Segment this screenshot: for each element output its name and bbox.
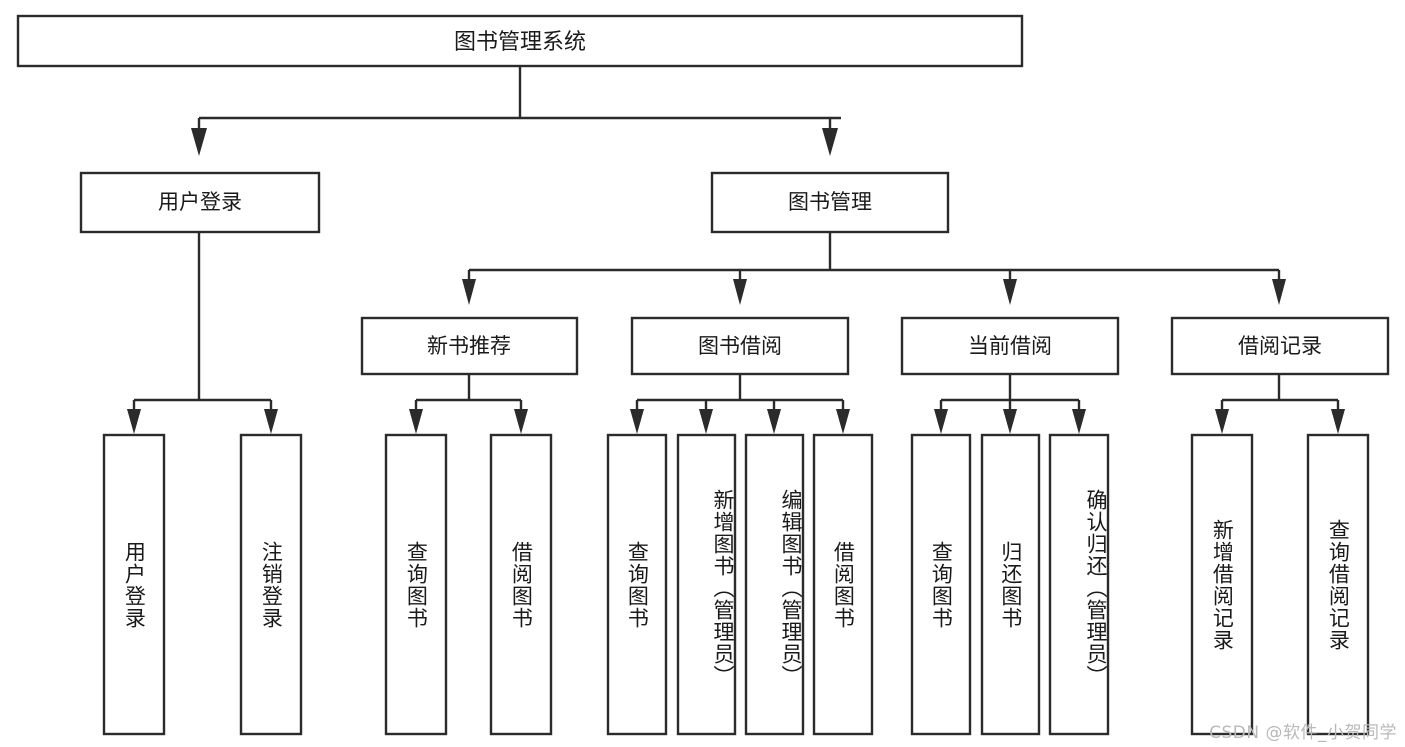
node-user-login-label: 用户登录 [158,190,242,214]
leaf-box-book-borrow-3[interactable] [744,433,805,736]
arrow-icon-book-mgmt [822,128,838,156]
csdn-watermark: CSDN @软件_小贺同学 [1209,723,1397,743]
node-book-management-box[interactable] [710,171,950,234]
arrow-icon-leaf-c3 [1072,409,1086,434]
connector-group-bookborrow-to-leaves [630,374,850,434]
leaf-box-user-login-2[interactable] [239,433,303,736]
connector-group-newbook-to-leaves [409,374,528,434]
arrow-icon-leaf-b1 [630,409,644,434]
leaf-box-book-borrow-1[interactable] [606,433,668,736]
node-book-borrow-label: 图书借阅 [698,334,782,358]
node-current-borrow-box[interactable] [900,316,1120,376]
leaf-box-user-login-1[interactable] [102,433,166,736]
arrow-icon-leaf-u1 [127,409,141,434]
leaf-box-borrow-records-1[interactable] [1190,433,1254,736]
leaf-box-book-borrow-4[interactable] [812,433,874,736]
arrow-icon-leaf-u2 [264,409,278,434]
node-book-borrow[interactable]: 图书借阅 [630,316,850,376]
node-book-management[interactable]: 图书管理 [710,171,950,234]
leaf-box-current-borrow-1[interactable] [910,433,972,736]
arrow-icon-leaf-n1 [409,409,423,434]
connector-group-borrowrecords-to-leaves [1215,374,1345,434]
node-user-login-box[interactable] [79,171,321,234]
arrow-icon-current-borrow [1003,279,1017,305]
node-book-borrow-box[interactable] [630,316,850,376]
arrow-icon-leaf-c1 [934,409,948,434]
arrow-icon-leaf-c2 [1003,409,1017,434]
leaf-box-current-borrow-2[interactable] [980,433,1041,736]
arrow-icon-leaf-n2 [514,409,528,434]
node-root-label: 图书管理系统 [454,30,586,55]
arrow-icon-new-book [462,279,476,305]
arrow-icon-leaf-b2 [699,409,713,434]
arrow-icon-borrow-records [1272,279,1286,305]
node-borrow-records-label: 借阅记录 [1238,334,1322,358]
arrow-icon-leaf-r1 [1215,409,1229,434]
arrow-icon-book-borrow [733,279,747,305]
node-root[interactable]: 图书管理系统 [16,14,1024,68]
arrow-icon-leaf-r2 [1331,409,1345,434]
node-new-book-recommend-box[interactable] [360,316,579,376]
connector-group-currentborrow-to-leaves [934,374,1086,434]
node-borrow-records-box[interactable] [1170,316,1390,376]
node-borrow-records[interactable]: 借阅记录 [1170,316,1390,376]
node-new-book-recommend[interactable]: 新书推荐 [360,316,579,376]
node-root-box[interactable] [16,14,1024,68]
leaf-box-new-book-1[interactable] [384,433,448,736]
leaf-box-new-book-2[interactable] [489,433,553,736]
leaf-box-book-borrow-2[interactable] [676,433,737,736]
connector-group-root-to-level2 [191,66,841,156]
node-current-borrow-label: 当前借阅 [968,334,1052,358]
arrow-icon-leaf-b3 [767,409,781,434]
node-current-borrow[interactable]: 当前借阅 [900,316,1120,376]
node-user-login[interactable]: 用户登录 [79,171,321,234]
arrow-icon-leaf-b4 [836,409,850,434]
connector-group-userlogin-to-leaves [127,232,278,434]
leaf-box-current-borrow-3[interactable] [1048,433,1110,736]
node-new-book-recommend-label: 新书推荐 [427,334,511,358]
arrow-icon-user-login [191,128,207,156]
connector-group-bookmgmt-to-level3 [462,232,1286,305]
leaf-box-borrow-records-2[interactable] [1306,433,1370,736]
node-book-management-label: 图书管理 [788,190,872,214]
